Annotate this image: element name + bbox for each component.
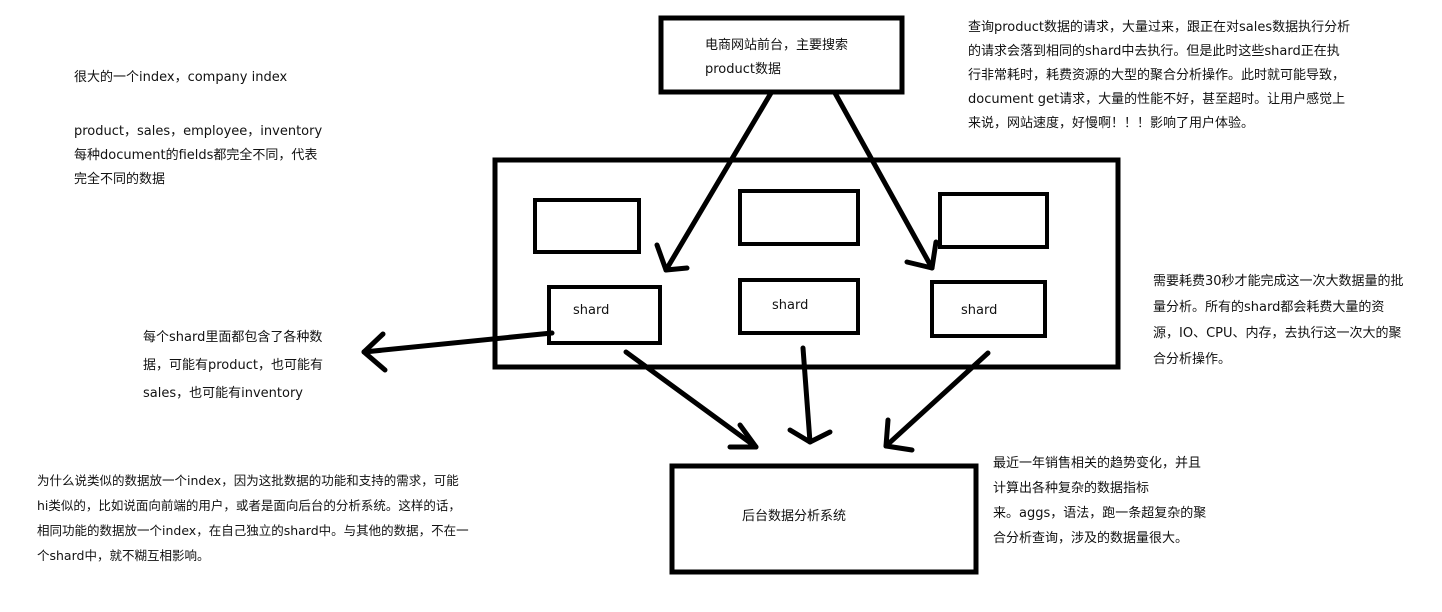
trend-note-line: 最近一年销售相关的趋势变化，并且: [993, 456, 1202, 471]
cost-note-line: 合分析操作。: [1153, 352, 1232, 367]
why-note-line: 相同功能的数据放一个index，在自己独立的shard中。与其他的数据，不在一: [37, 523, 469, 538]
arrowhead-6: [883, 417, 915, 453]
shard-label-2: shard: [772, 298, 809, 313]
empty-shard-box-3: [938, 192, 1049, 249]
query-note-line: 来说，网站速度，好慢啊！！！影响了用户体验。: [968, 116, 1255, 131]
backend-box: [669, 463, 979, 575]
why-note-line: 为什么说类似的数据放一个index，因为这批数据的功能和支持的需求，可能: [37, 473, 459, 488]
shard-note-line: sales，也可能有inventory: [143, 386, 303, 401]
arrow-shard-3-to-backend: [883, 350, 991, 449]
arrow-shard-to-note: [361, 330, 555, 355]
why-note-line: hi类似的，比如说面向前端的用户，或者是面向后台的分析系统。这样的话，: [37, 498, 461, 513]
index-note-title: 很大的一个index，company index: [74, 70, 288, 85]
trend-note-line: 合分析查询，涉及的数据量很大。: [993, 531, 1189, 546]
shard-box-2: [738, 278, 860, 335]
arrow-shard-2-to-backend: [800, 345, 813, 445]
trend-note: 最近一年销售相关的趋势变化，并且 计算出各种复杂的数据指标 来。aggs，语法，…: [993, 451, 1206, 551]
cost-note-line: 需要耗费30秒才能完成这一次大数据量的批: [1153, 274, 1404, 289]
shard-note-line: 每个shard里面都包含了各种数: [143, 330, 323, 345]
query-note-line: document get请求，大量的性能不好，甚至超时。让用户感觉上: [968, 92, 1346, 107]
cost-note: 需要耗费30秒才能完成这一次大数据量的批 量分析。所有的shard都会耗费大量的…: [1153, 269, 1404, 373]
arrowhead-3: [361, 331, 388, 373]
frontend-box-line2: product数据: [705, 62, 782, 77]
shard-note: 每个shard里面都包含了各种数 据，可能有product，也可能有 sales…: [143, 324, 323, 408]
cost-note-line: 量分析。所有的shard都会耗费大量的资: [1153, 300, 1385, 315]
frontend-box: [658, 15, 905, 95]
trend-note-line: 计算出各种复杂的数据指标: [993, 481, 1150, 496]
cost-note-line: 源，IO、CPU、内存，去执行这一次大的聚: [1153, 326, 1402, 341]
trend-note-line: 来。aggs，语法，跑一条超复杂的聚: [993, 506, 1207, 521]
shard-box-1: [547, 285, 662, 345]
shard-box-3: [930, 280, 1047, 338]
index-note-types: product，sales，employee，inventory: [74, 124, 323, 139]
arrowhead-2: [904, 239, 939, 271]
arrow-frontend-to-shard-3: [832, 90, 935, 271]
arrow-frontend-to-shard-1: [663, 90, 774, 273]
arrowhead-4: [727, 422, 759, 450]
why-note-line: 个shard中，就不糊互相影响。: [37, 548, 210, 563]
why-note: 为什么说类似的数据放一个index，因为这批数据的功能和支持的需求，可能 hi类…: [37, 468, 469, 568]
index-note-desc-line2: 完全不同的数据: [74, 172, 166, 187]
shard-note-line: 据，可能有product，也可能有: [143, 358, 324, 373]
query-note-line: 行非常耗时，耗费资源的大型的聚合分析操作。此时就可能导致，: [968, 68, 1346, 83]
arrow-shard-1-to-backend: [623, 349, 759, 450]
arrowhead-5: [787, 427, 833, 445]
empty-shard-box-1: [533, 198, 641, 254]
arrowhead-1: [654, 242, 690, 273]
query-note-line: 查询product数据的请求，大量过来，跟正在对sales数据执行分析: [968, 20, 1351, 35]
index-note-desc-line1: 每种document的fields都完全不同，代表: [74, 148, 318, 163]
empty-shard-box-2: [738, 189, 860, 246]
query-note: 查询product数据的请求，大量过来，跟正在对sales数据执行分析 的请求会…: [968, 16, 1350, 136]
frontend-box-label: 电商网站前台，主要搜索 product数据: [705, 34, 848, 82]
index-note: 很大的一个index，company index product，sales，e…: [74, 66, 322, 192]
backend-box-label: 后台数据分析系统: [742, 509, 847, 524]
shard-label-3: shard: [961, 303, 998, 318]
query-note-line: 的请求会落到相同的shard中去执行。但是此时这些shard正在执: [968, 44, 1340, 59]
shard-label-1: shard: [573, 303, 610, 318]
frontend-box-line1: 电商网站前台，主要搜索: [705, 38, 849, 53]
